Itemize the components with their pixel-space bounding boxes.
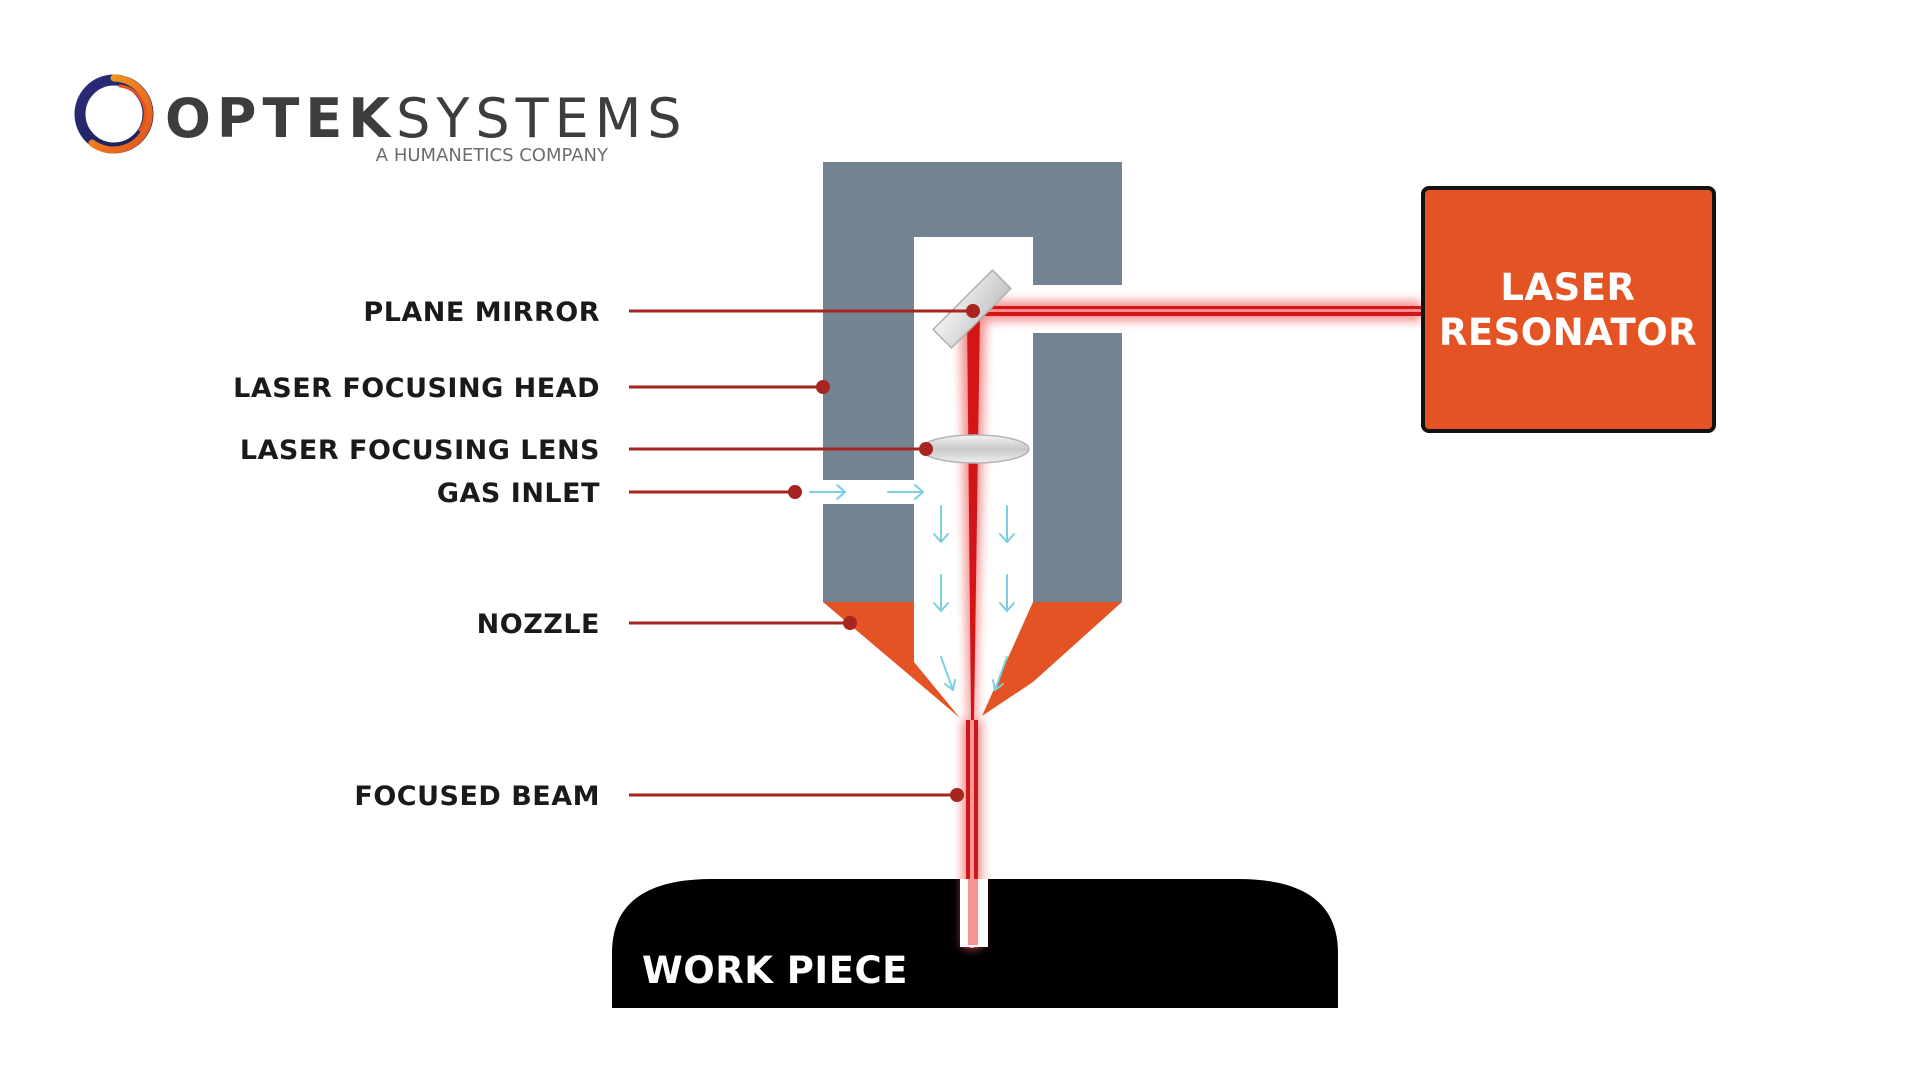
laser-focusing-head bbox=[823, 162, 1122, 602]
arrow-right-icon bbox=[809, 484, 846, 500]
arrow-down-icon bbox=[933, 505, 949, 543]
arrow-down-right-icon bbox=[940, 656, 956, 691]
laser-beam bbox=[960, 301, 1422, 948]
label-laser-focusing-head: LASER FOCUSING HEAD bbox=[233, 373, 600, 404]
svg-text:OPTEKSYSTEMS: OPTEKSYSTEMS bbox=[165, 87, 688, 150]
label-gas-inlet: GAS INLET bbox=[437, 478, 600, 509]
leader-laser-focusing-head bbox=[629, 380, 830, 394]
brand-tagline: A HUMANETICS COMPANY bbox=[376, 145, 609, 166]
arrow-right-icon bbox=[887, 484, 924, 500]
label-plane-mirror: PLANE MIRROR bbox=[363, 297, 600, 328]
label-nozzle: NOZZLE bbox=[477, 609, 600, 640]
optek-ring-logo-icon bbox=[74, 74, 154, 154]
label-laser-focusing-lens: LASER FOCUSING LENS bbox=[240, 435, 600, 466]
resonator-label-line2: RESONATOR bbox=[1439, 311, 1697, 354]
gas-flow-arrows bbox=[809, 484, 1015, 691]
laser-resonator: LASER RESONATOR bbox=[1421, 186, 1716, 433]
laser-focusing-lens bbox=[920, 434, 1030, 464]
label-focused-beam: FOCUSED BEAM bbox=[354, 781, 600, 812]
nozzle bbox=[823, 602, 1122, 718]
leader-focused-beam bbox=[629, 788, 964, 802]
arrow-down-icon bbox=[999, 574, 1015, 612]
arrow-down-icon bbox=[933, 574, 949, 612]
leader-laser-focusing-lens bbox=[629, 442, 933, 456]
leader-gas-inlet bbox=[629, 485, 802, 499]
arrow-down-icon bbox=[999, 505, 1015, 543]
brand-logo: OPTEKSYSTEMS A HUMANETICS COMPANY bbox=[74, 74, 688, 166]
leader-nozzle bbox=[629, 616, 857, 630]
part-labels: PLANE MIRROR LASER FOCUSING HEAD LASER F… bbox=[233, 297, 600, 812]
leader-lines bbox=[629, 304, 980, 802]
arrow-down-left-icon bbox=[992, 656, 1008, 691]
leader-plane-mirror bbox=[629, 304, 980, 318]
work-piece-label: WORK PIECE bbox=[642, 949, 908, 992]
resonator-label-line1: LASER bbox=[1500, 266, 1635, 309]
brand-name-bold: OPTEK bbox=[165, 87, 396, 150]
brand-name-light: SYSTEMS bbox=[396, 87, 688, 150]
